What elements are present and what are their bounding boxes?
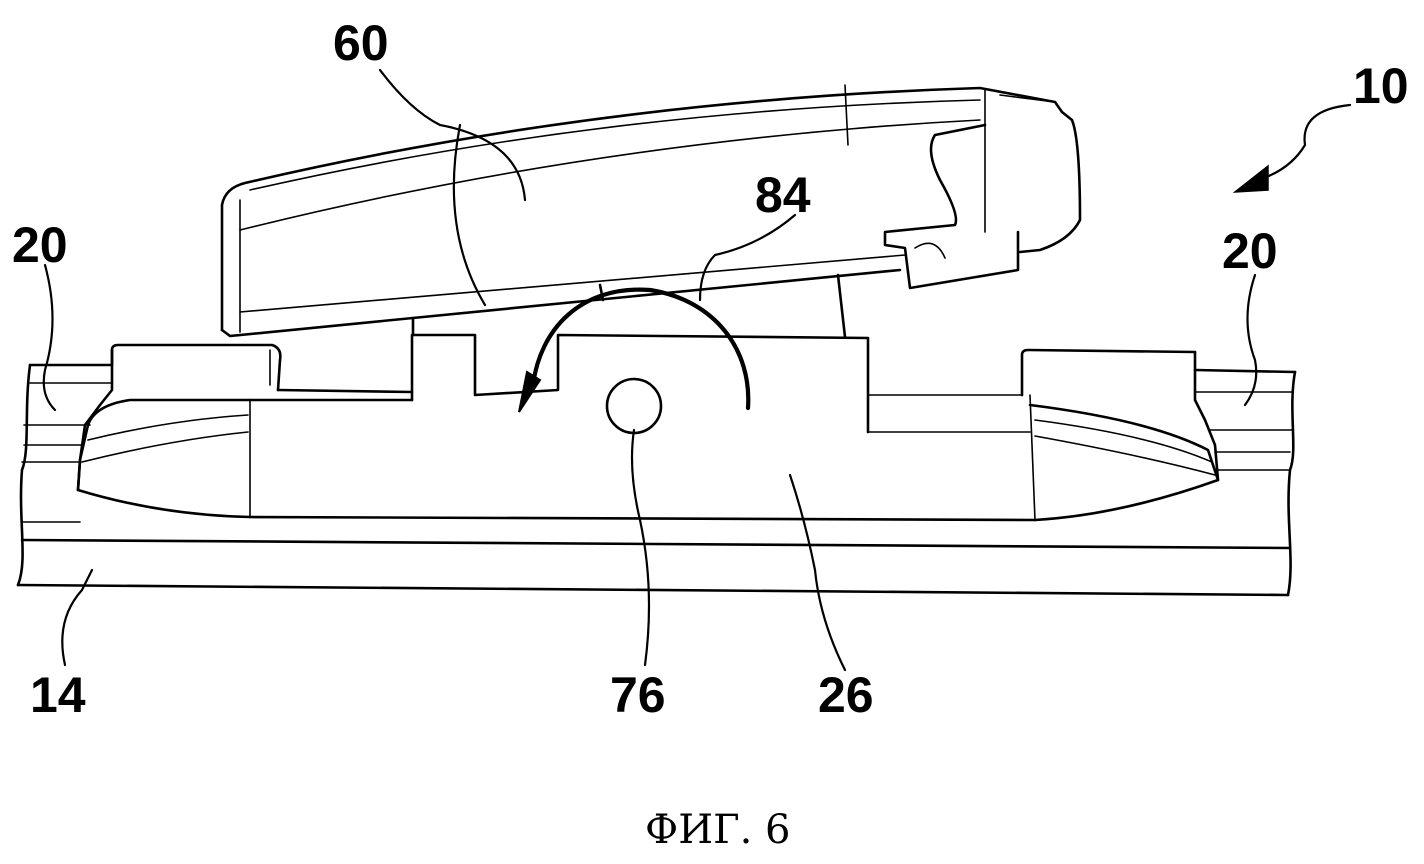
cover-cap-60: [222, 85, 1080, 337]
leader-10: [1258, 105, 1350, 180]
label-20-left: 20: [12, 217, 68, 273]
label-76: 76: [610, 667, 666, 723]
rail-left-20: [22, 350, 112, 490]
label-60: 60: [333, 15, 389, 71]
leader-lines: [44, 70, 1350, 670]
label-20-right: 20: [1222, 223, 1278, 279]
leader-76: [632, 430, 649, 665]
leader-20-right: [1245, 275, 1256, 405]
pivot-hole-76: [607, 379, 661, 433]
label-14: 14: [30, 667, 86, 723]
label-26: 26: [818, 667, 874, 723]
leader-60: [380, 70, 525, 200]
label-84: 84: [755, 167, 811, 223]
leader-20-left: [44, 265, 55, 410]
label-10: 10: [1353, 58, 1409, 114]
figure-caption: ФИГ. 6: [645, 807, 790, 853]
leader-26: [790, 475, 845, 670]
rotation-arrow-84: [519, 290, 748, 412]
adapter-body-26: [78, 335, 1218, 520]
